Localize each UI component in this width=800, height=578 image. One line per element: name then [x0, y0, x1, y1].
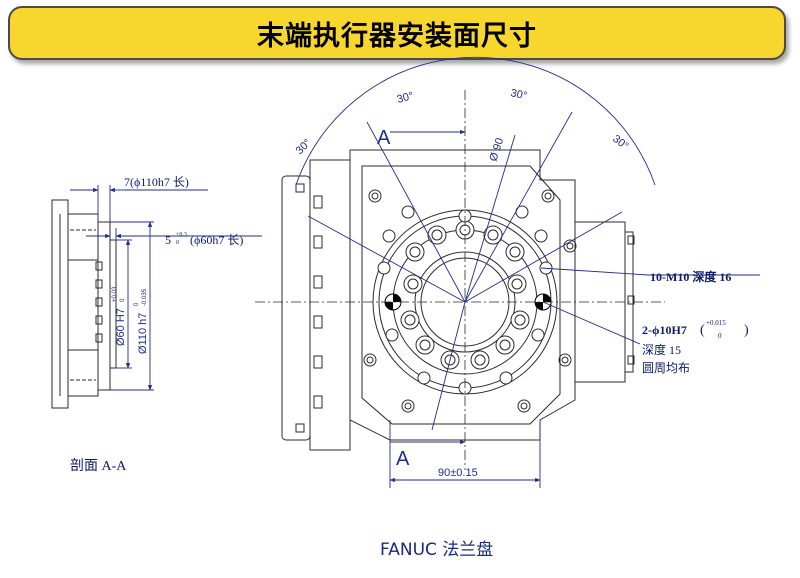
section-spigot-60 — [109, 239, 117, 369]
section-view — [51, 199, 117, 409]
housing-left-plate — [281, 175, 311, 441]
centerlines — [255, 90, 665, 470]
dim-5-tol-lower: 0 — [176, 240, 179, 246]
callout-pin-paren-close: ) — [744, 323, 749, 338]
angle-label-3: 30° — [509, 87, 528, 102]
housing-left-body — [309, 159, 351, 451]
angle-arc — [295, 56, 656, 186]
front-view — [281, 149, 635, 451]
callout-pin-note: 圆周均布 — [642, 361, 690, 375]
angle-label-1: 30° — [294, 137, 314, 157]
section-label: 剖面 A-A — [70, 458, 127, 474]
dia-60-tol-upper: +0.03 — [112, 286, 118, 302]
figure-caption: FANUC 法兰盘 — [380, 540, 494, 560]
width-dim-label: 90±0.15 — [438, 467, 478, 479]
page-title: 末端执行器安装面尺寸 — [257, 20, 537, 52]
title-banner: 末端执行器安装面尺寸 — [8, 6, 786, 60]
dim-7-label: 7(ϕ110h7 长) — [124, 175, 189, 189]
dia-110-label: Ø110 h7 — [137, 313, 149, 354]
callout-pin-depth: 深度 15 — [642, 342, 681, 357]
callout-pin-paren-open: ( — [700, 323, 705, 338]
callout-pin-tol-upper: +0.015 — [706, 319, 726, 327]
dia-60-group: Ø60 H7 +0.03 0 — [112, 286, 127, 346]
dia-110-tol-lower: -0.035 — [142, 288, 148, 306]
dim-5-label: 5 — [165, 233, 171, 247]
section-flange-body — [67, 213, 99, 397]
callout-thread: 10-M10 深度 16 — [650, 269, 731, 284]
dia-110-tol-upper: 0 — [134, 302, 140, 306]
section-mark-top: A — [377, 127, 391, 149]
angle-label-4: 30° — [610, 133, 631, 153]
dia-110-group: Ø110 h7 0 -0.035 — [134, 288, 149, 354]
dia-60-label: Ø60 H7 — [115, 308, 127, 346]
dia-60-tol-lower: 0 — [120, 298, 126, 302]
section-dimensions — [70, 185, 262, 391]
callout-pin-tol-lower: 0 — [718, 332, 722, 340]
callout-pin: 2-ϕ10H7 — [642, 323, 687, 337]
flange-bolts — [377, 205, 553, 395]
main-body-outline — [349, 149, 576, 441]
angle-dimensions — [295, 56, 656, 488]
section-mark-bottom: A — [396, 448, 410, 470]
dim-5-text: (ϕ60h7 长) — [190, 233, 243, 247]
angle-label-2: 30° — [396, 90, 415, 106]
callout-leaders — [540, 267, 760, 345]
dim-5-tol-upper: +0.3 — [176, 232, 187, 238]
